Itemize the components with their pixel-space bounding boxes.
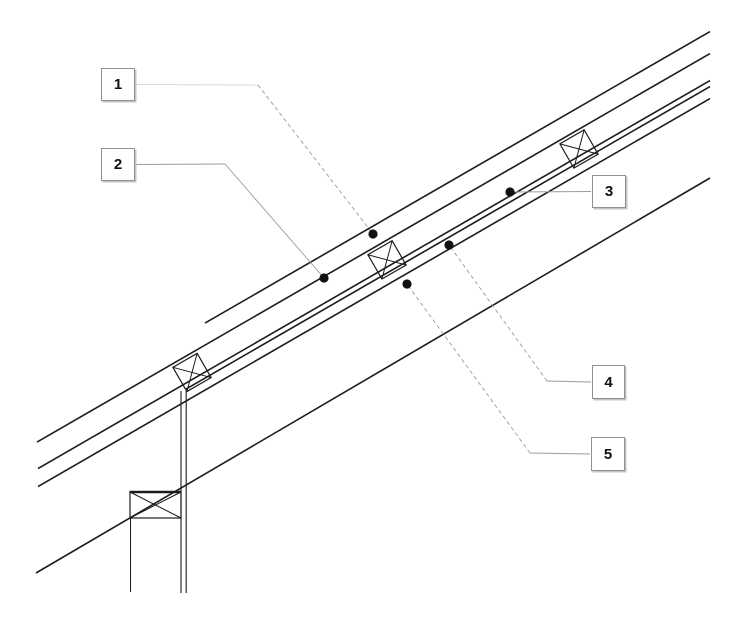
leader-lines bbox=[135, 84, 592, 455]
callout-label: 5 bbox=[603, 445, 613, 463]
batten-cross-section bbox=[367, 239, 407, 280]
callout-box-1: 1 bbox=[101, 68, 135, 101]
roof-layer-lines bbox=[36, 30, 711, 488]
callout-box-5: 5 bbox=[591, 437, 625, 471]
leader-horizontal-1 bbox=[135, 84, 259, 86]
batten-cross-section bbox=[172, 352, 212, 393]
leader-horizontal-3 bbox=[509, 191, 592, 193]
callout-label: 3 bbox=[604, 183, 614, 200]
leader-horizontal-2 bbox=[135, 163, 226, 165]
leader-diagonal-1 bbox=[257, 84, 374, 235]
wall-structure bbox=[129, 391, 187, 593]
callout-dot-5 bbox=[402, 279, 412, 289]
ceiling-line bbox=[35, 177, 711, 574]
callout-box-2: 2 bbox=[101, 148, 135, 181]
leader-diagonal-2 bbox=[224, 163, 325, 279]
roof-covering-top-line bbox=[204, 30, 711, 324]
leader-horizontal-5 bbox=[529, 452, 591, 455]
batten-diagonal bbox=[559, 143, 599, 155]
leader-diagonal-5 bbox=[406, 283, 531, 454]
callout-label: 4 bbox=[604, 373, 613, 391]
batten-diagonal bbox=[172, 366, 212, 379]
callout-label: 2 bbox=[113, 156, 123, 173]
leader-diagonal-4 bbox=[448, 244, 548, 382]
membrane-top-line bbox=[37, 79, 711, 470]
wall-plate-diagonal bbox=[129, 491, 182, 519]
callout-dot-1 bbox=[368, 229, 378, 239]
callout-box-3: 3 bbox=[592, 175, 626, 208]
callout-label: 1 bbox=[113, 76, 123, 93]
callout-dot-3 bbox=[505, 187, 515, 197]
batten-cross-section bbox=[559, 129, 599, 169]
callout-box-4: 4 bbox=[592, 365, 625, 399]
batten-diagonal bbox=[367, 254, 407, 266]
callout-dot-4 bbox=[444, 240, 454, 250]
roof-covering-bottom-line bbox=[36, 52, 711, 443]
leader-horizontal-4 bbox=[546, 380, 592, 383]
sheathing-bottom-line bbox=[37, 97, 711, 488]
membrane-bottom-line bbox=[185, 85, 711, 390]
callout-dot-2 bbox=[319, 273, 329, 283]
